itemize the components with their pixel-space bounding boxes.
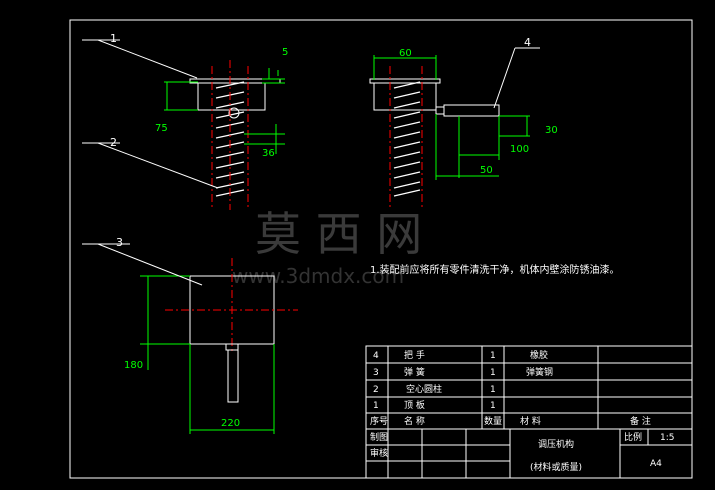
title-block-grid (365, 345, 693, 479)
bom-qty: 1 (490, 401, 496, 411)
handle-top-view (227, 349, 239, 403)
bom-name: 把 手 (404, 349, 425, 361)
part-label-1: 1 (110, 32, 117, 45)
bom-header-material: 材 料 (520, 415, 541, 427)
bom-no: 1 (373, 401, 379, 411)
bom-no: 3 (373, 368, 379, 378)
hollow-cylinder (197, 82, 266, 111)
bom-header-no: 序号 (370, 415, 388, 427)
dim-5: 5 (282, 47, 288, 58)
part-label-3: 3 (116, 236, 123, 249)
technical-note: 1.装配前应将所有零件清洗干净，机体内壁涂防锈油漆。 (370, 263, 620, 276)
bom-name: 顶 板 (404, 399, 425, 411)
scale-label: 比例 (624, 431, 642, 443)
bom-header-name: 名 称 (404, 415, 425, 427)
leader-4 (493, 47, 516, 109)
fastener-circle (228, 107, 240, 119)
bom-qty: 1 (490, 385, 496, 395)
top-plate (189, 78, 281, 84)
part-label-4: 4 (524, 36, 531, 49)
dim-75: 75 (155, 123, 168, 134)
material-note: (材料或质量) (530, 461, 582, 473)
bom-material: 橡胶 (530, 349, 548, 361)
bom-name: 空心圆柱 (406, 383, 442, 395)
bom-qty: 1 (490, 351, 496, 361)
dim-220: 220 (221, 418, 240, 429)
leader-2 (97, 142, 219, 189)
leader-1 (97, 39, 198, 79)
drawn-label: 制图 (370, 431, 388, 443)
hollow-cylinder-2 (373, 82, 437, 111)
bom-qty: 1 (490, 368, 496, 378)
view-side-left: 75 5 36 1 2 (82, 32, 288, 210)
dim-30: 30 (545, 125, 558, 136)
bom-header-qty: 数量 (484, 415, 502, 427)
dim-36: 36 (262, 148, 275, 159)
watermark-cn: 莫 西 网 (255, 207, 422, 261)
dim-180: 180 (124, 360, 143, 371)
dim-100: 100 (510, 144, 529, 155)
leader-3 (97, 243, 203, 286)
bom-material: 弹簧钢 (526, 366, 553, 378)
dim-50: 50 (480, 165, 493, 176)
bom-no: 4 (373, 351, 379, 361)
handle-stem (435, 106, 445, 115)
dim-lines-view1 (164, 68, 285, 154)
scale-value: 1:5 (660, 433, 674, 443)
spring-coils-2 (393, 81, 421, 197)
dim-lines-view3 (140, 275, 275, 434)
sheet-size: A4 (650, 459, 662, 469)
bom-header-remark: 备 注 (630, 415, 651, 427)
bom-no: 2 (373, 385, 379, 395)
view-side-right: 60 100 30 50 4 (369, 36, 558, 210)
top-plate-2 (369, 78, 441, 84)
view-top: 180 220 3 (82, 236, 298, 434)
checked-label: 审核 (370, 447, 388, 459)
part-label-2: 2 (110, 136, 117, 149)
drawing-title: 调压机构 (538, 438, 574, 450)
handle-grip (443, 104, 500, 117)
dim-lines-view2 (373, 55, 530, 180)
bom-name: 弹 簧 (404, 366, 425, 378)
bom-table: 4 把 手 1 橡胶 3 弹 簧 1 弹簧钢 2 空心圆柱 1 1 顶 板 1 … (370, 349, 674, 473)
dim-60: 60 (399, 48, 412, 59)
